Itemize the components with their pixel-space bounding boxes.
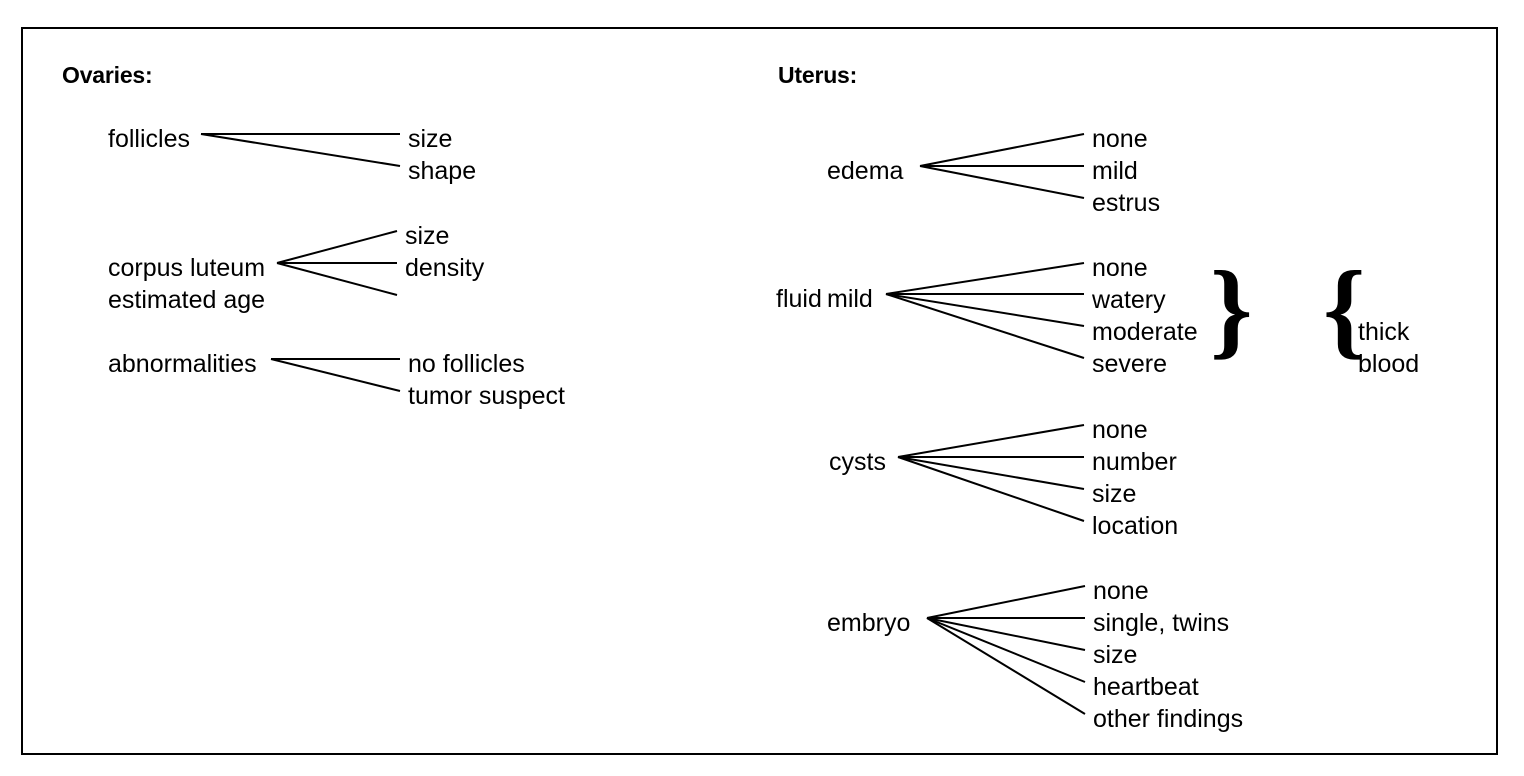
leaf-fluid-moderate: moderate <box>1092 318 1198 346</box>
leaf-cysts-location: location <box>1092 512 1179 540</box>
leaf-cysts-none: none <box>1092 416 1148 444</box>
node-corpus-luteum: corpus luteum <box>108 254 266 282</box>
leaf-edema-mild: mild <box>1092 157 1138 185</box>
leaf-abnormalities-no-follicles: no follicles <box>408 350 525 378</box>
section-heading-ovaries: Ovaries: <box>62 62 153 88</box>
node-edema: edema <box>827 157 904 185</box>
leaf-corpusluteum-density: density <box>405 254 485 282</box>
node-embryo: embryo <box>827 609 911 637</box>
leaf-follicles-shape: shape <box>408 157 477 185</box>
node-fluid-mild: mild <box>827 285 873 313</box>
leaf-embryo-size: size <box>1093 641 1138 669</box>
brace-close-icon: } <box>1210 250 1253 369</box>
leaf-embryo-single-twins: single, twins <box>1093 609 1230 637</box>
node-abnormalities: abnormalities <box>108 350 257 378</box>
section-heading-uterus: Uterus: <box>778 62 858 88</box>
leaf-follicles-size: size <box>408 125 453 153</box>
brace-open-icon: { <box>1323 250 1366 369</box>
leaf-embryo-none: none <box>1093 577 1149 605</box>
leaf-embryo-heartbeat: heartbeat <box>1093 673 1199 701</box>
leaf-abnormalities-tumor-suspect: tumor suspect <box>408 382 566 410</box>
diagram-border <box>21 27 1498 755</box>
leaf-fluid-severe: severe <box>1092 350 1168 378</box>
node-follicles: follicles <box>108 125 190 153</box>
leaf-fluid-none: none <box>1092 254 1148 282</box>
leaf-fluid-thick: thick <box>1358 318 1410 346</box>
leaf-edema-none: none <box>1092 125 1148 153</box>
leaf-fluid-blood: blood <box>1358 350 1420 378</box>
node-corpus-luteum-estimated-age: estimated age <box>108 286 266 314</box>
leaf-corpusluteum-size: size <box>405 222 450 250</box>
leaf-cysts-number: number <box>1092 448 1177 476</box>
leaf-fluid-watery: watery <box>1092 286 1166 314</box>
leaf-cysts-size: size <box>1092 480 1137 508</box>
node-fluid: fluid <box>776 285 822 313</box>
leaf-edema-estrus: estrus <box>1092 189 1161 217</box>
leaf-embryo-other-findings: other findings <box>1093 705 1244 733</box>
node-cysts: cysts <box>829 448 886 476</box>
